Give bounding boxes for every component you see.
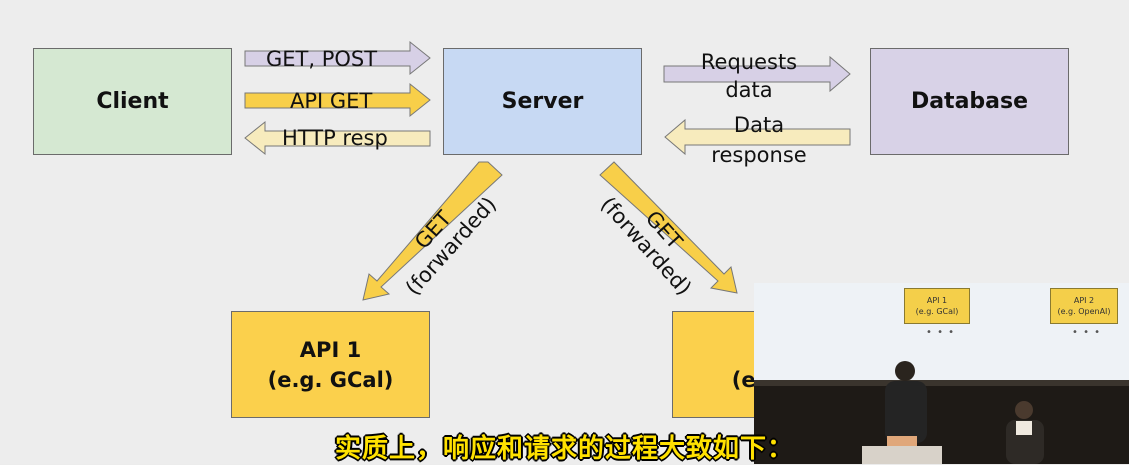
speaker-body [885,381,927,443]
podium [862,446,942,464]
data-response-arrow [664,118,851,156]
projected-screen: API 1 (e.g. GCal) API 2 (e.g. OpenAI) • … [754,283,1129,380]
get-post-arrow [244,40,431,76]
forward-right-arrow [599,161,738,294]
lecture-room-scene [754,361,1129,464]
api-get-label: API GET [290,89,373,113]
database-label: Database [910,89,1029,114]
api-get-arrow [244,82,431,118]
requests-data-label: Requests data [694,48,804,104]
second-person-body [1006,420,1044,464]
api1-example: (e.g. GCal) [267,367,394,392]
mini-api1-example: (e.g. GCal) [915,307,959,316]
get-post-label: GET, POST [266,47,378,71]
subtitle-caption: 实质上，响应和请求的过程大致如下： [334,434,794,464]
data-response-line1: Data [733,113,785,137]
requests-data-arrow [663,55,851,93]
server-box: Server [443,48,642,155]
database-box: Database [870,48,1069,155]
http-resp-arrow [244,120,431,156]
mini-ellipsis-left: • • • [926,327,956,338]
api1-box: API 1 (e.g. GCal) [231,311,430,418]
data-response-label: Data response [700,110,818,170]
mini-ellipsis-right: • • • [1072,327,1102,338]
mini-api1-box: API 1 (e.g. GCal) [904,288,970,324]
data-response-line2: response [711,143,807,167]
mini-api2-box: API 2 (e.g. OpenAI) [1050,288,1118,324]
api1-title: API 1 [299,337,362,362]
speaker-video-overlay: API 1 (e.g. GCal) API 2 (e.g. OpenAI) • … [754,283,1129,464]
mini-api1-title: API 1 [926,296,948,305]
requests-data-line2: data [725,78,773,102]
mini-api2-example: (e.g. OpenAI) [1057,307,1111,316]
requests-data-line1: Requests [700,50,798,74]
http-resp-label: HTTP resp [282,126,388,150]
second-person-head [1015,401,1033,419]
forward-left-arrow [362,161,503,301]
server-label: Server [501,89,584,114]
speaker-head [895,361,915,381]
client-box: Client [33,48,232,155]
client-label: Client [96,89,169,114]
mini-api2-title: API 2 [1073,296,1095,305]
